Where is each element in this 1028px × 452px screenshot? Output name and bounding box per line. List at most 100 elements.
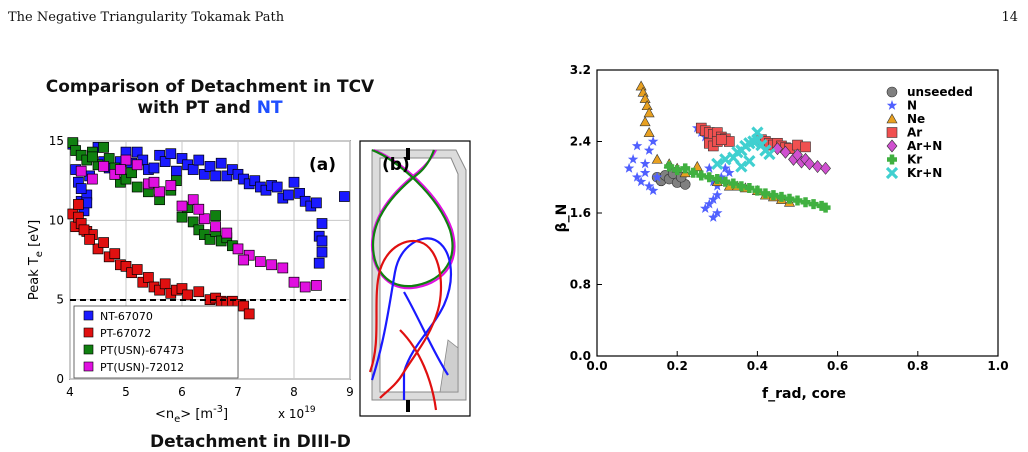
data-point — [187, 194, 199, 206]
data-point — [886, 127, 898, 138]
data-point — [886, 113, 898, 124]
data-point — [316, 235, 328, 247]
data-point — [255, 256, 266, 267]
data-point — [75, 165, 87, 177]
data-point — [210, 210, 221, 221]
x-tick-label: 0.0 — [586, 359, 607, 373]
data-point — [294, 188, 305, 199]
data-point — [109, 248, 121, 260]
data-point — [288, 276, 300, 288]
data-point — [243, 308, 255, 320]
x-tick-label: 5 — [122, 385, 130, 399]
data-point — [720, 162, 731, 173]
data-point — [143, 272, 154, 283]
data-point — [120, 173, 132, 185]
data-point — [238, 254, 249, 266]
plot-a-x-multiplier: x 1019 — [278, 405, 316, 421]
legend-label: NT-67070 — [100, 310, 153, 323]
data-point — [193, 154, 205, 166]
data-point — [643, 107, 655, 118]
panel-a-label: (a) — [309, 155, 336, 175]
data-point — [131, 159, 143, 171]
x-tick-label: 0.4 — [747, 359, 768, 373]
data-point — [115, 164, 126, 175]
tcv-cross-section-diagram: (b) — [359, 140, 471, 417]
data-point — [639, 92, 651, 103]
data-point — [712, 189, 723, 200]
data-point — [704, 198, 715, 209]
data-point — [103, 153, 115, 164]
data-point — [193, 286, 205, 298]
left-figure-title-line2: with PT and NT — [30, 98, 390, 119]
data-point — [812, 160, 823, 173]
data-point — [92, 243, 104, 255]
data-point — [199, 168, 210, 180]
data-point — [886, 86, 898, 98]
data-point — [647, 185, 659, 196]
y-tick-label: 0 — [56, 372, 64, 386]
data-point — [623, 162, 635, 173]
legend-label: Ar — [907, 126, 922, 140]
data-point — [631, 171, 643, 182]
title-prefix: with PT and — [137, 98, 257, 118]
data-point — [639, 158, 651, 169]
data-point — [299, 281, 311, 293]
legend-swatch — [83, 310, 94, 321]
data-point — [651, 171, 663, 182]
data-point — [98, 237, 109, 248]
data-point — [886, 100, 898, 110]
data-point — [159, 278, 171, 290]
y-tick-label: 0.0 — [570, 349, 591, 363]
running-header-title: The Negative Triangularity Tokamak Path — [8, 10, 285, 25]
data-point — [221, 227, 233, 239]
data-point — [704, 162, 715, 173]
data-point — [126, 167, 137, 179]
x-tick-label: 7 — [234, 385, 242, 399]
plot-right-frame — [596, 69, 999, 357]
y-tick-label: 0.8 — [570, 278, 591, 292]
data-point — [215, 157, 227, 169]
data-point — [804, 157, 815, 171]
x-tick-label: 0.8 — [907, 359, 928, 373]
data-point — [238, 300, 249, 312]
data-point — [664, 161, 675, 172]
x-stroke — [751, 126, 764, 139]
data-point — [87, 173, 98, 185]
data-point — [159, 156, 171, 167]
left-figure-title-line1: Comparison of Detachment in TCV — [45, 77, 375, 97]
data-point — [711, 157, 724, 170]
pt-usn-shape-magenta — [370, 148, 456, 290]
data-point — [800, 141, 811, 153]
data-point — [221, 170, 233, 182]
x-stroke — [711, 157, 724, 170]
pt-usn-shape-green — [371, 148, 454, 288]
data-point — [176, 200, 188, 212]
data-point — [131, 264, 143, 275]
data-point — [266, 259, 277, 271]
legend-swatch — [83, 361, 94, 372]
data-point — [193, 203, 205, 215]
data-point — [98, 141, 109, 153]
x-tick-label: 1.0 — [987, 359, 1008, 373]
data-point — [187, 216, 199, 228]
legend-label: Ne — [907, 112, 925, 126]
x-tick-label: 9 — [346, 385, 354, 399]
data-point — [271, 181, 283, 193]
data-point — [772, 142, 783, 156]
divertor-baffle — [439, 339, 459, 393]
data-point — [716, 134, 727, 146]
y-tick-label: 10 — [49, 213, 64, 227]
data-point — [728, 178, 739, 189]
x-stroke — [763, 147, 776, 161]
plot-right-points — [623, 80, 831, 222]
x-stroke — [743, 155, 756, 168]
legend-label: unseeded — [907, 85, 973, 99]
data-point — [724, 167, 735, 178]
data-point — [249, 175, 261, 187]
data-point — [643, 144, 655, 155]
x-stroke — [735, 160, 748, 173]
plot-a-points — [67, 137, 350, 320]
x-tick-label: 0.2 — [667, 359, 688, 373]
